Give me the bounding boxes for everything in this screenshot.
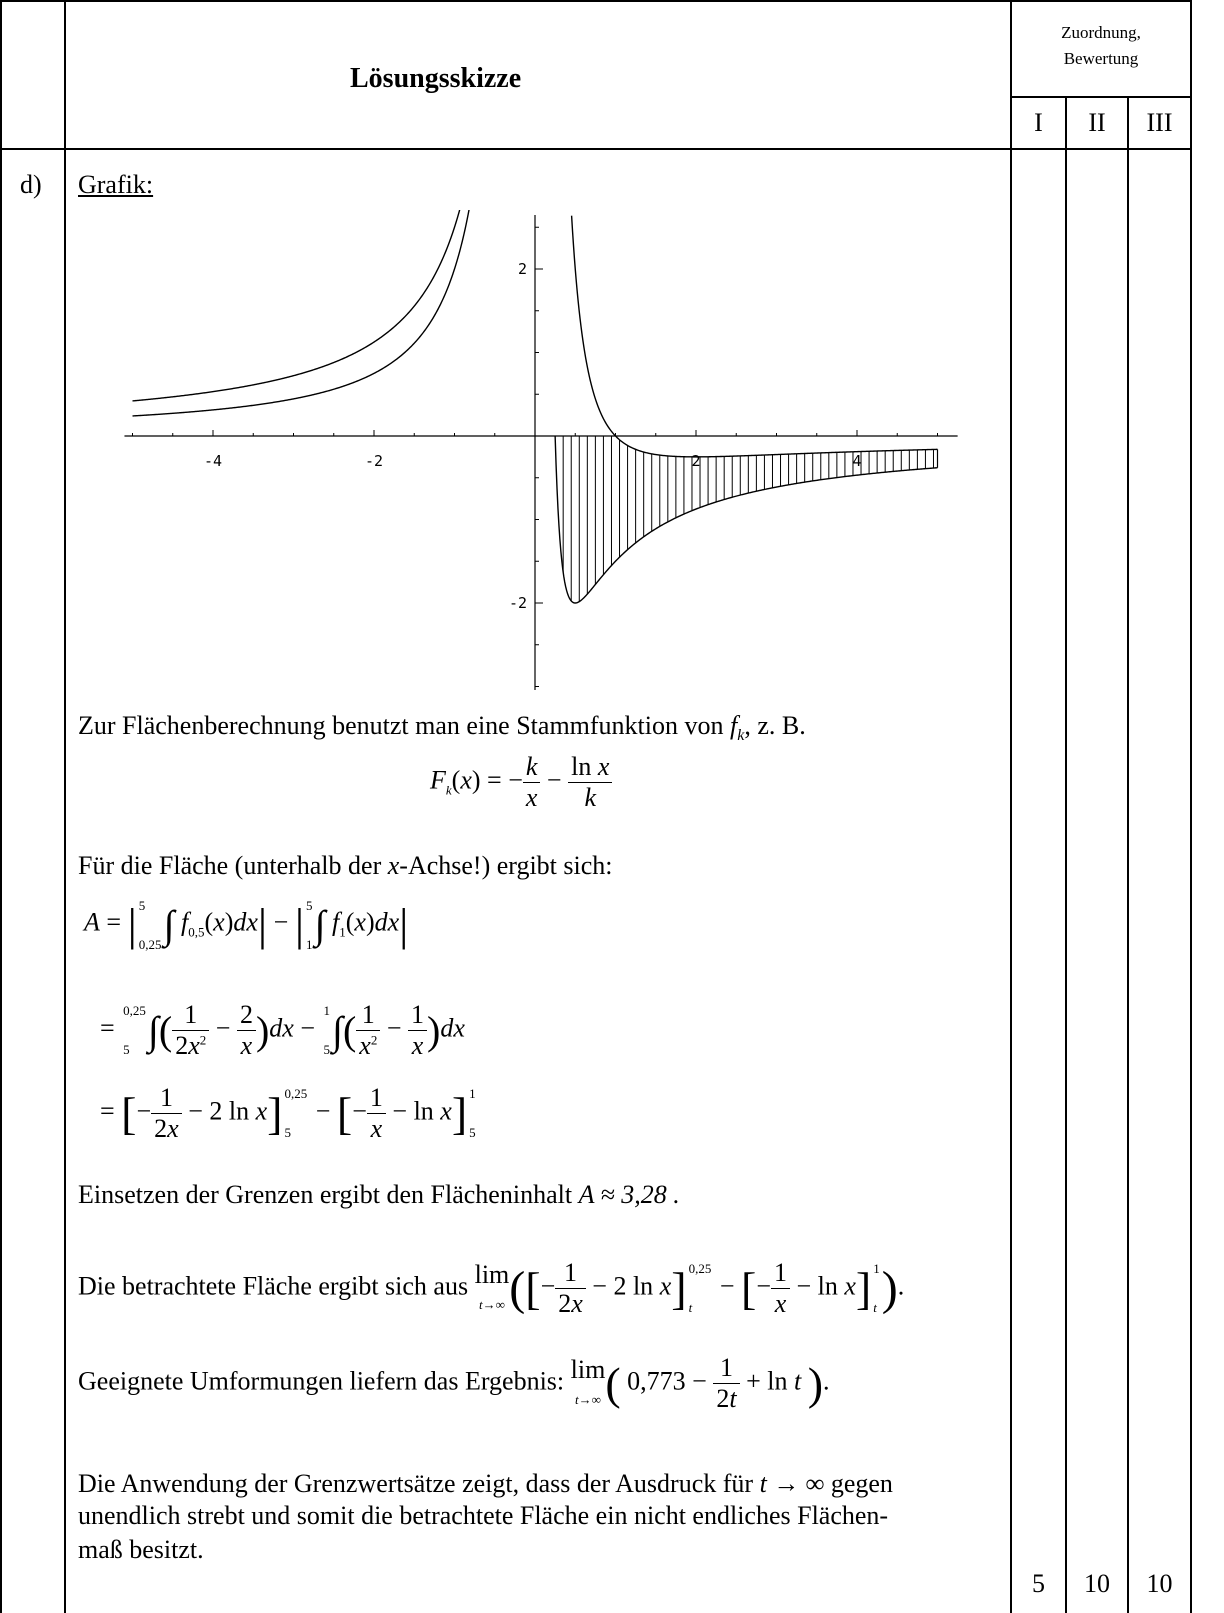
table-col-separator-label (64, 0, 66, 1613)
header-sub-separator (1010, 96, 1192, 98)
table-right-border (1190, 0, 1192, 1613)
x-tick-label: 2 (691, 452, 700, 470)
bewertung-label: Bewertung (1063, 49, 1139, 68)
curve-f05-left (132, 210, 461, 402)
paragraph-anwendung-line-2: unendlich strebt und somit die betrachte… (78, 1501, 889, 1530)
x-tick-label: 4 (852, 452, 861, 470)
curve-f1-left (132, 210, 470, 417)
paragraph-stammfunktion: Zur Flächenberechnung benutzt man eine S… (78, 711, 806, 745)
table-col-separator-score-ii (1065, 96, 1067, 1613)
curve-f05-right (554, 435, 938, 604)
zuordnung-label: Zuordnung, (1061, 23, 1141, 42)
grafik-heading: Grafik: (78, 170, 154, 199)
curve-f1-right (570, 215, 938, 458)
paragraph-anwendung-line-3: maß besitzt. (78, 1535, 204, 1564)
score-ii: 10 (1084, 1569, 1110, 1598)
header-bottom-border (0, 148, 1192, 150)
x-tick-label: -2 (365, 452, 383, 470)
paragraph-anwendung-line-1: Die Anwendung der Grenzwertsätze zeigt, … (78, 1469, 893, 1498)
paragraph-einsetzen: Einsetzen der Grenzen ergibt den Flächen… (78, 1180, 680, 1209)
table-top-border (0, 0, 1192, 2)
table-left-border (0, 0, 2, 1613)
page-title: Lösungsskizze (350, 63, 522, 94)
y-tick-label: -2 (509, 594, 527, 612)
table-col-separator-score-iii (1127, 96, 1129, 1613)
score-iii: 10 (1146, 1569, 1173, 1598)
column-ii-header: II (1088, 108, 1106, 137)
row-label: d) (20, 170, 42, 199)
paragraph-geeignete: Geeignete Umformungen liefern das Ergebn… (78, 1353, 830, 1413)
paragraph-betrachtete: Die betrachtete Fläche ergibt sich aus l… (78, 1258, 905, 1318)
x-tick-label: -4 (204, 452, 222, 470)
table-col-separator-score-i (1010, 0, 1012, 1613)
score-i: 5 (1032, 1569, 1045, 1598)
function-plot: -4 -2 2 4 2 -2 (124, 210, 958, 690)
column-i-header: I (1034, 108, 1043, 137)
y-tick-label: 2 (518, 260, 527, 278)
column-iii-header: III (1146, 108, 1173, 137)
paragraph-flaeche: Für die Fläche (unterhalb der x-Achse!) … (78, 851, 613, 880)
